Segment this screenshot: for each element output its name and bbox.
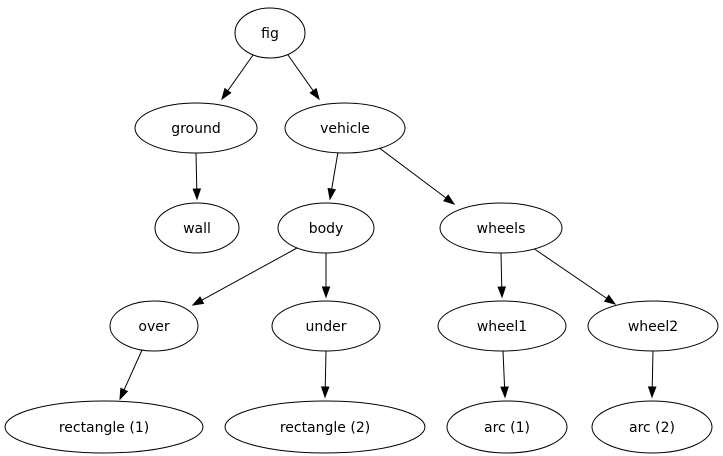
edge-body-to-over — [191, 247, 298, 306]
graph-node-wall[interactable]: wall — [154, 202, 240, 254]
node-label: over — [138, 319, 169, 335]
node-ellipse[interactable] — [284, 102, 406, 154]
arrowhead-icon — [443, 194, 456, 205]
node-label: body — [309, 221, 344, 237]
edge-wheel2-to-arc2 — [647, 350, 657, 399]
arrowhead-icon — [221, 87, 232, 101]
graph-node-under[interactable]: under — [271, 300, 381, 352]
edge-line — [195, 152, 198, 190]
edge-line — [651, 350, 654, 388]
node-label: wheel2 — [628, 319, 678, 335]
edge-vehicle-to-wheels — [377, 146, 456, 205]
edge-line — [502, 350, 506, 388]
arrowhead-icon — [500, 386, 509, 399]
graph-node-vehicle[interactable]: vehicle — [284, 102, 406, 154]
node-label: wheels — [477, 221, 526, 237]
arrowhead-icon — [309, 87, 320, 101]
edge-line — [201, 247, 298, 301]
arrowhead-icon — [192, 188, 202, 201]
node-label: rectangle (1) — [59, 420, 149, 436]
node-ellipse[interactable] — [224, 400, 426, 454]
node-ellipse[interactable] — [271, 300, 381, 352]
arrowhead-icon — [327, 187, 337, 201]
edge-line — [227, 54, 254, 92]
edge-line — [324, 350, 327, 388]
graph-node-wheel2[interactable]: wheel2 — [587, 300, 719, 352]
graph-node-over[interactable]: over — [109, 300, 199, 352]
edge-fig-to-ground — [221, 54, 254, 101]
node-label: under — [305, 319, 346, 335]
graph-node-wheel1[interactable]: wheel1 — [437, 300, 567, 352]
edge-line — [123, 349, 143, 391]
node-label: wheel1 — [477, 319, 527, 335]
edge-vehicle-to-body — [327, 151, 339, 201]
edge-ground-to-wall — [192, 152, 202, 201]
arrowhead-icon — [497, 286, 507, 299]
node-ellipse[interactable] — [591, 400, 713, 454]
edge-under-to-rectangle2 — [320, 350, 330, 399]
edge-over-to-rectangle1 — [119, 349, 143, 401]
graph-node-wheels[interactable]: wheels — [439, 202, 563, 254]
edges-layer — [119, 54, 657, 401]
node-ellipse[interactable] — [234, 7, 306, 59]
arrowhead-icon — [647, 386, 657, 399]
node-ellipse[interactable] — [277, 202, 375, 254]
graph-node-ground[interactable]: ground — [134, 102, 258, 154]
edge-line — [377, 146, 447, 199]
node-ellipse[interactable] — [439, 202, 563, 254]
graph-node-fig[interactable]: fig — [234, 7, 306, 59]
node-label: ground — [171, 121, 221, 137]
edge-line — [532, 247, 608, 299]
arrowhead-icon — [603, 294, 617, 305]
graph-node-arc2[interactable]: arc (2) — [591, 400, 713, 454]
node-ellipse[interactable] — [437, 300, 567, 352]
edge-line — [331, 151, 339, 190]
node-label: rectangle (2) — [280, 420, 370, 436]
edge-line — [500, 252, 503, 288]
edge-body-to-under — [321, 253, 331, 299]
arrowhead-icon — [321, 286, 331, 299]
node-ellipse[interactable] — [109, 300, 199, 352]
node-label: arc (1) — [484, 420, 530, 436]
node-label: vehicle — [320, 121, 370, 137]
node-label: fig — [261, 26, 279, 42]
edge-fig-to-vehicle — [287, 54, 320, 101]
node-ellipse[interactable] — [154, 202, 240, 254]
graph-node-arc1[interactable]: arc (1) — [446, 400, 568, 454]
arrowhead-icon — [320, 386, 330, 399]
node-ellipse[interactable] — [134, 102, 258, 154]
nodes-layer: fig ground vehicle wall body wheels over under w… — [4, 7, 719, 454]
edge-wheels-to-wheel1 — [497, 252, 507, 299]
node-label: arc (2) — [629, 420, 675, 436]
node-ellipse[interactable] — [587, 300, 719, 352]
graph-node-body[interactable]: body — [277, 202, 375, 254]
node-ellipse[interactable] — [446, 400, 568, 454]
arrowhead-icon — [119, 387, 129, 401]
arrowhead-icon — [191, 296, 205, 306]
graph-node-rectangle1[interactable]: rectangle (1) — [4, 400, 204, 454]
edge-line — [287, 54, 314, 92]
node-label: wall — [183, 221, 211, 237]
edge-wheel1-to-arc1 — [500, 350, 509, 399]
graph-node-rectangle2[interactable]: rectangle (2) — [224, 400, 426, 454]
node-ellipse[interactable] — [4, 400, 204, 454]
edge-wheels-to-wheel2 — [532, 247, 617, 305]
